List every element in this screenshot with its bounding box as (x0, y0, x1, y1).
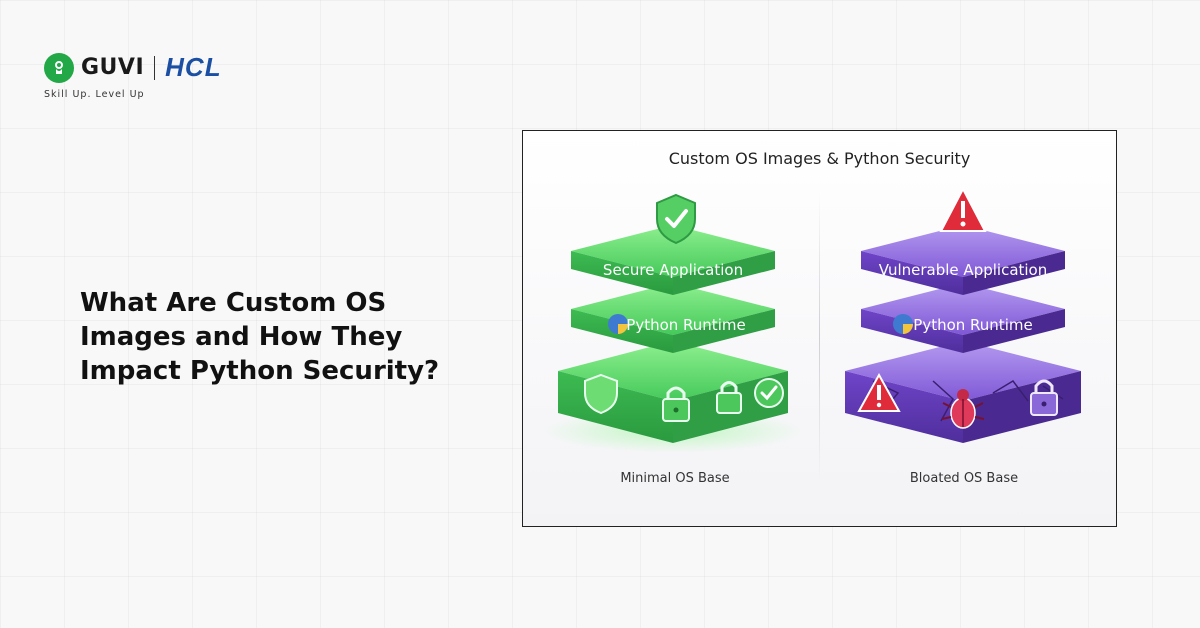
panel-divider (819, 193, 820, 483)
hcl-wordmark: HCL (165, 52, 222, 82)
title-line-3: Impact Python Security? (80, 356, 440, 386)
warning-icon (939, 186, 987, 232)
lock-icon (1030, 379, 1058, 416)
vulnerable-application-label: Vulnerable Application (879, 261, 1048, 279)
illustration-panel: Custom OS Images & Python Security (522, 130, 1117, 527)
page-title: What Are Custom OS Images and How They I… (80, 286, 480, 388)
python-logo-icon (893, 314, 913, 334)
logo-separator (154, 55, 156, 80)
title-line-1: What Are Custom OS (80, 288, 387, 318)
illustration-title: Custom OS Images & Python Security (668, 149, 971, 168)
python-logo-icon (608, 314, 628, 334)
bloated-os-caption: Bloated OS Base (909, 471, 1019, 486)
python-runtime-label-left: Python Runtime (626, 316, 745, 334)
title-line-2: Images and How They (80, 322, 403, 352)
guvi-wordmark: GUVI (81, 55, 145, 80)
python-runtime-label-right: Python Runtime (913, 316, 1032, 334)
lock-icon (716, 381, 742, 414)
shield-icon (584, 373, 618, 415)
minimal-os-stack (543, 225, 803, 453)
warning-icon (857, 372, 901, 412)
guvi-logo-icon (44, 52, 74, 83)
secure-application-label: Secure Application (603, 261, 743, 279)
brand-logo[interactable]: GUVI HCL Skill Up. Level Up (44, 52, 222, 100)
layer-stacks: Secure Application Python Runtime (543, 186, 1081, 453)
brand-tagline: Skill Up. Level Up (44, 89, 145, 100)
lock-icon (662, 386, 690, 422)
bug-icon (941, 389, 985, 429)
minimal-os-caption: Minimal OS Base (620, 471, 730, 486)
shield-check-icon (656, 193, 696, 245)
check-circle-icon (754, 378, 784, 408)
